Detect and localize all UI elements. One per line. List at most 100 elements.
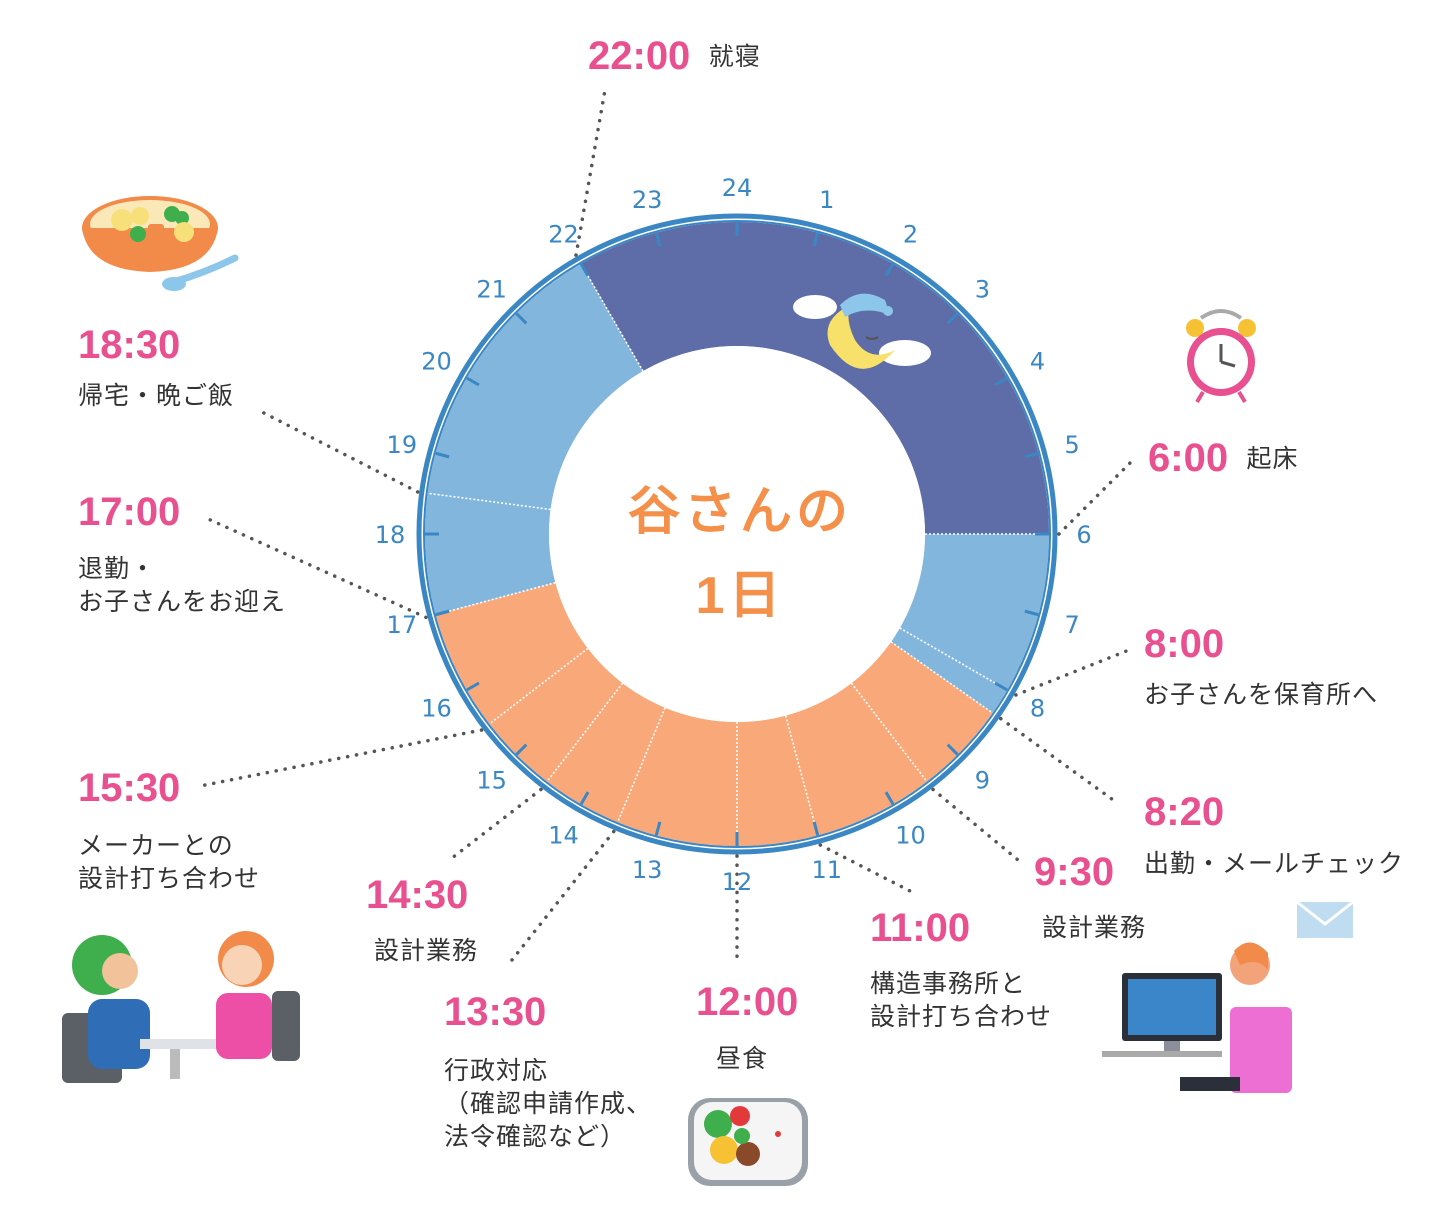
- hour-label: 14: [548, 822, 579, 850]
- event-time-1530: 15:30: [78, 766, 181, 810]
- hour-tick: [466, 681, 480, 692]
- hour-label: 17: [387, 611, 418, 639]
- outer-ring: [416, 213, 1058, 855]
- hour-label: 24: [722, 174, 753, 202]
- segment-divider: [850, 682, 928, 783]
- envelope-icon: [1296, 900, 1354, 938]
- hour-label: 9: [975, 766, 990, 794]
- soup-bowl-icon: [82, 196, 239, 291]
- hour-tick: [994, 376, 1008, 387]
- event-time-0820: 8:20: [1144, 790, 1225, 834]
- hour-tick: [435, 451, 450, 459]
- hour-tick: [435, 609, 450, 617]
- event-activity-1330: 行政対応 （確認申請作成、 法令確認など）: [444, 1057, 653, 1151]
- leader-line: [574, 88, 607, 257]
- event-0600: 6:00 起床: [1148, 432, 1299, 484]
- event-activity-1100: 構造事務所と 設計打ち合わせ: [870, 970, 1053, 1031]
- segment-work: [435, 582, 993, 847]
- hour-tick: [812, 232, 820, 247]
- leader-line: [1057, 456, 1137, 536]
- event-time-0800: 8:00: [1144, 622, 1225, 666]
- hour-label: 22: [548, 220, 579, 248]
- leader-line: [506, 829, 616, 967]
- event-time: 22:00: [588, 34, 691, 78]
- event-activity-0930: 設計業務: [1042, 914, 1147, 942]
- sleeping-moon-icon: [793, 293, 931, 369]
- hour-label: 6: [1076, 521, 1091, 549]
- hour-tick: [466, 376, 480, 387]
- computer-desk-icon: [1102, 942, 1292, 1093]
- leader-line: [999, 716, 1118, 804]
- hour-tick: [1024, 451, 1039, 459]
- leader-line: [450, 787, 543, 860]
- meeting-people-icon: [62, 931, 300, 1083]
- hour-tick: [994, 681, 1008, 692]
- hour-label: 18: [375, 521, 406, 549]
- hour-label: 4: [1030, 348, 1045, 376]
- clock-sectors: [425, 222, 1049, 847]
- event-time-1830: 18:30: [78, 323, 181, 367]
- segment-sleep: [581, 222, 1049, 535]
- event-2200: 22:00 就寝: [588, 30, 761, 82]
- event-time-1430: 14:30: [366, 873, 469, 917]
- hour-tick: [946, 743, 959, 756]
- event-activity-1430: 設計業務: [374, 937, 479, 965]
- hour-label: 3: [975, 276, 990, 304]
- hour-label: 7: [1065, 611, 1080, 639]
- leader-line: [204, 516, 428, 620]
- event-time-1100: 11:00: [870, 906, 971, 950]
- event-time-0930: 9:30: [1034, 850, 1115, 894]
- hour-tick: [515, 743, 528, 756]
- leader-lines: [198, 88, 1137, 967]
- hour-tick: [884, 263, 895, 277]
- segment-divider: [899, 627, 1008, 691]
- event-time-1200: 12:00: [696, 980, 799, 1024]
- center-circle: [549, 346, 925, 722]
- hour-label: 2: [903, 220, 918, 248]
- leader-line: [198, 728, 484, 788]
- hour-tick: [579, 791, 590, 805]
- hour-tick: [812, 821, 820, 836]
- event-time: 6:00: [1148, 436, 1229, 480]
- alarm-clock-icon: [1186, 309, 1256, 404]
- event-time-1330: 13:30: [444, 990, 547, 1034]
- event-time-1700: 17:00: [78, 490, 181, 534]
- segment-divider: [580, 263, 644, 372]
- hour-label: 11: [812, 856, 843, 884]
- hour-label: 15: [476, 766, 507, 794]
- hour-label: 23: [632, 186, 663, 214]
- hour-label: 21: [476, 276, 507, 304]
- event-activity-1200: 昼食: [716, 1045, 769, 1073]
- event-activity-1830: 帰宅・晩ご飯: [78, 382, 235, 410]
- event-activity-0800: お子さんを保育所へ: [1144, 681, 1379, 709]
- segment-divider: [427, 492, 551, 511]
- event-activity-0820: 出勤・メールチェック: [1144, 850, 1405, 878]
- segment-home: [891, 534, 1049, 713]
- event-activity-1530: メーカーとの 設計打ち合わせ: [78, 832, 261, 893]
- hour-label: 13: [632, 856, 663, 884]
- leader-line: [931, 787, 1020, 862]
- hour-tick: [946, 312, 959, 325]
- hour-tick: [884, 791, 895, 805]
- leader-line: [1014, 646, 1136, 697]
- segment-divider: [435, 581, 556, 616]
- hour-tick: [1024, 609, 1039, 617]
- hour-label: 8: [1030, 695, 1045, 723]
- diagram-title: 谷さんの 1日: [590, 470, 890, 638]
- hour-label: 10: [895, 822, 926, 850]
- hour-label: 1: [819, 186, 834, 214]
- segment-divider: [784, 715, 819, 836]
- hour-tick: [515, 312, 528, 325]
- title-line-2: 1日: [695, 567, 785, 625]
- lunch-box-icon: [688, 1098, 808, 1186]
- hour-label: 12: [722, 868, 753, 896]
- hour-tick: [654, 821, 662, 836]
- clock-ring: [416, 213, 1058, 855]
- leader-line: [260, 410, 420, 494]
- segment-divider: [616, 707, 666, 823]
- hour-label: 19: [387, 431, 418, 459]
- segment-home: [425, 263, 643, 615]
- leader-line: [818, 843, 914, 894]
- segment-divider: [488, 647, 589, 725]
